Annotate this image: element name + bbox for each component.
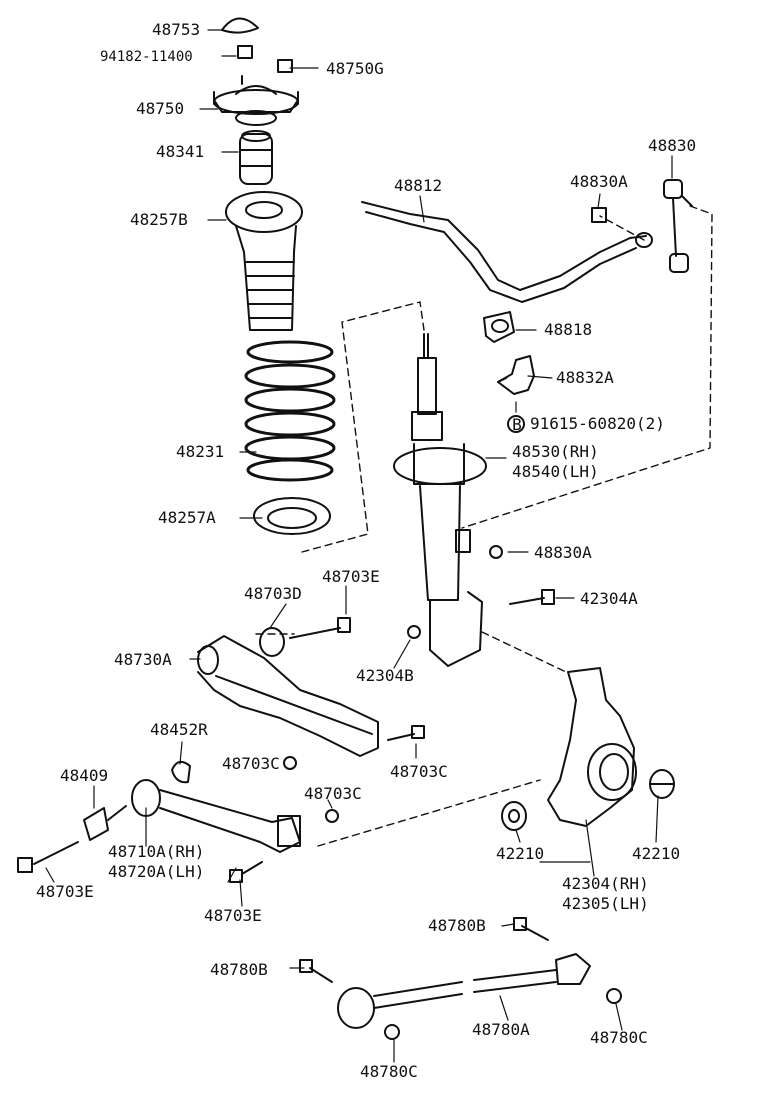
lower-control-arm <box>197 635 379 757</box>
bolt-48780B-right <box>513 917 549 941</box>
shock-absorber <box>393 333 487 667</box>
part-label-48780A: 48780A <box>472 1020 530 1039</box>
part-label-48780B-right: 48780B <box>428 916 486 935</box>
bushing-42210-right <box>649 769 675 799</box>
part-label-42210-right: 42210 <box>632 844 681 863</box>
part-label-48818: 48818 <box>544 320 593 339</box>
nut-48703C-c <box>325 809 339 823</box>
part-label-48830: 48830 <box>648 136 697 155</box>
part-label-42305-lh: 42305(LH) <box>562 894 649 913</box>
part-label-42304A: 42304A <box>580 589 638 608</box>
washer-48409 <box>83 805 127 841</box>
part-label-48750G: 48750G <box>326 59 384 78</box>
bolt-48780B-left <box>299 959 333 983</box>
part-label-48452R: 48452R <box>150 720 208 739</box>
stabilizer-bar <box>361 201 653 303</box>
trailing-arm <box>131 779 301 853</box>
bolt-48703C <box>387 725 425 741</box>
part-label-48780B-left: 48780B <box>210 960 268 979</box>
part-label-48540-lh: 48540(LH) <box>512 462 599 481</box>
part-label-48750: 48750 <box>136 99 185 118</box>
bolt-48703E-top <box>289 617 351 639</box>
part-label-48830A-mid: 48830A <box>534 543 592 562</box>
part-label-48720A-lh: 48720A(LH) <box>108 862 205 881</box>
part-label-48703C-b: 48703C <box>390 762 448 781</box>
part-label-48710A-rh: 48710A(RH) <box>108 842 205 861</box>
part-label-48341: 48341 <box>156 142 205 161</box>
part-label-48703E-mid: 48703E <box>204 906 262 925</box>
part-label-48753: 48753 <box>152 20 201 39</box>
part-label-48703E-left: 48703E <box>36 882 94 901</box>
nut-48780C-right <box>606 988 622 1004</box>
part-label-48703D: 48703D <box>244 584 302 603</box>
part-label-48780C-left: 48780C <box>360 1062 418 1081</box>
leader-lines <box>45 29 673 1063</box>
stabilizer-bushing <box>483 311 515 343</box>
upper-seat-boot <box>225 191 303 331</box>
part-label-42210-left: 42210 <box>496 844 545 863</box>
part-label-48703E-top: 48703E <box>322 567 380 586</box>
part-label-48703C-c: 48703C <box>304 784 362 803</box>
bushing-42210-left <box>501 801 527 831</box>
bushing-bracket <box>497 355 535 395</box>
part-label-48530-rh: 48530(RH) <box>512 442 599 461</box>
circled-marker-label: B <box>512 415 522 434</box>
part-label-42304B: 42304B <box>356 666 414 685</box>
part-label-48409: 48409 <box>60 766 109 785</box>
coil-spring <box>244 340 336 482</box>
nut-48830A-top <box>591 207 607 223</box>
bolt-48703E-left <box>17 841 79 873</box>
lower-seat <box>253 497 331 535</box>
bump-stopper-48452R <box>171 760 191 784</box>
part-label-48257B: 48257B <box>130 210 188 229</box>
part-label-48231: 48231 <box>176 442 225 461</box>
part-label-48832A: 48832A <box>556 368 614 387</box>
part-label-42304-rh: 42304(RH) <box>562 874 649 893</box>
dashed-lines <box>255 205 713 847</box>
part-label-48703C-a: 48703C <box>222 754 280 773</box>
steering-knuckle <box>547 667 637 827</box>
bolt-42304A <box>509 589 555 605</box>
bushing-48703D <box>259 627 285 657</box>
bolt-48703E-mid <box>229 861 263 883</box>
stabilizer-link <box>663 179 693 273</box>
nut-42304B <box>407 625 421 639</box>
part-label-48257A: 48257A <box>158 508 216 527</box>
lateral-link <box>337 953 591 1029</box>
strut-mount-assembly <box>213 17 299 126</box>
circled-b-marker <box>507 415 525 433</box>
part-label-48780C-right: 48780C <box>590 1028 648 1047</box>
part-label-48730A: 48730A <box>114 650 172 669</box>
bump-stop <box>239 130 273 185</box>
part-label-94182-11400: 94182-11400 <box>100 49 193 65</box>
part-label-91615-60820: 91615-60820(2) <box>530 414 665 433</box>
nut-48703C-a <box>283 756 297 770</box>
part-label-48812: 48812 <box>394 176 443 195</box>
nut-48780C-left <box>384 1024 400 1040</box>
part-label-48830A-top: 48830A <box>570 172 628 191</box>
nut-48830A-mid <box>489 545 503 559</box>
